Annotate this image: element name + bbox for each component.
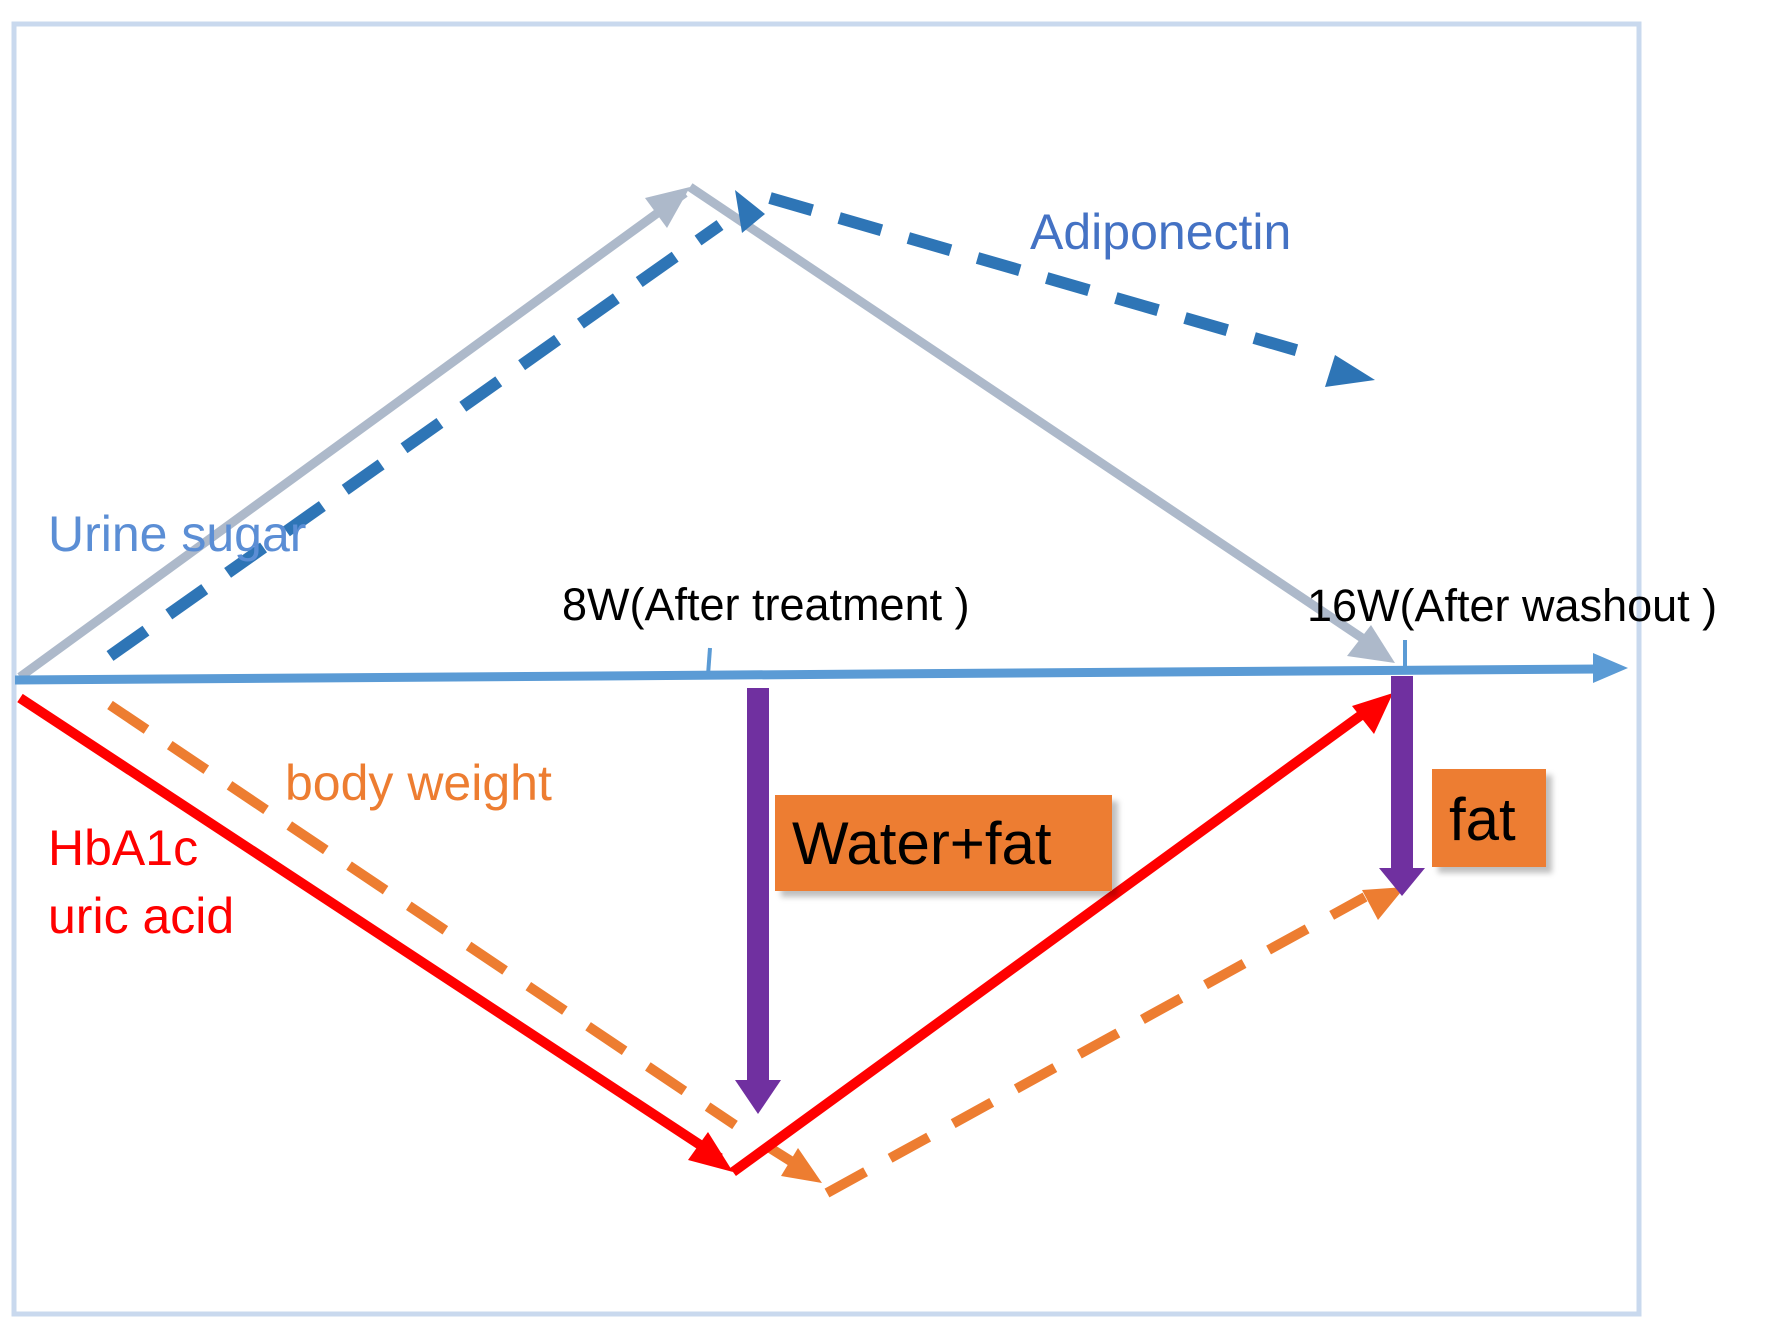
label-urine-sugar: Urine sugar <box>48 506 306 562</box>
tick-8w <box>706 647 712 676</box>
label-uric-acid: uric acid <box>48 888 234 944</box>
label-hba1c: HbA1c <box>48 820 198 876</box>
label-adiponectin: Adiponectin <box>1030 204 1291 260</box>
label-time-8w: 8W(After treatment ) <box>562 579 970 630</box>
diagram-frame <box>11 21 1642 1317</box>
label-body-weight: body weight <box>285 755 552 811</box>
hba1c-arrow <box>17 693 1393 1177</box>
water-fat-box <box>775 795 1112 891</box>
fat-box <box>1432 769 1546 867</box>
body-weight-arrow <box>107 700 1405 1198</box>
time-axis <box>14 640 1628 685</box>
purple-arrow-water-fat <box>735 688 781 1114</box>
label-fat: fat <box>1449 786 1516 853</box>
purple-arrow-fat <box>1379 676 1425 896</box>
urine-sugar-arrow <box>17 183 1395 681</box>
label-time-16w: 16W(After washout ) <box>1307 580 1717 631</box>
label-water-fat: Water+fat <box>792 810 1052 877</box>
adiponectin-arrow <box>106 190 1375 661</box>
